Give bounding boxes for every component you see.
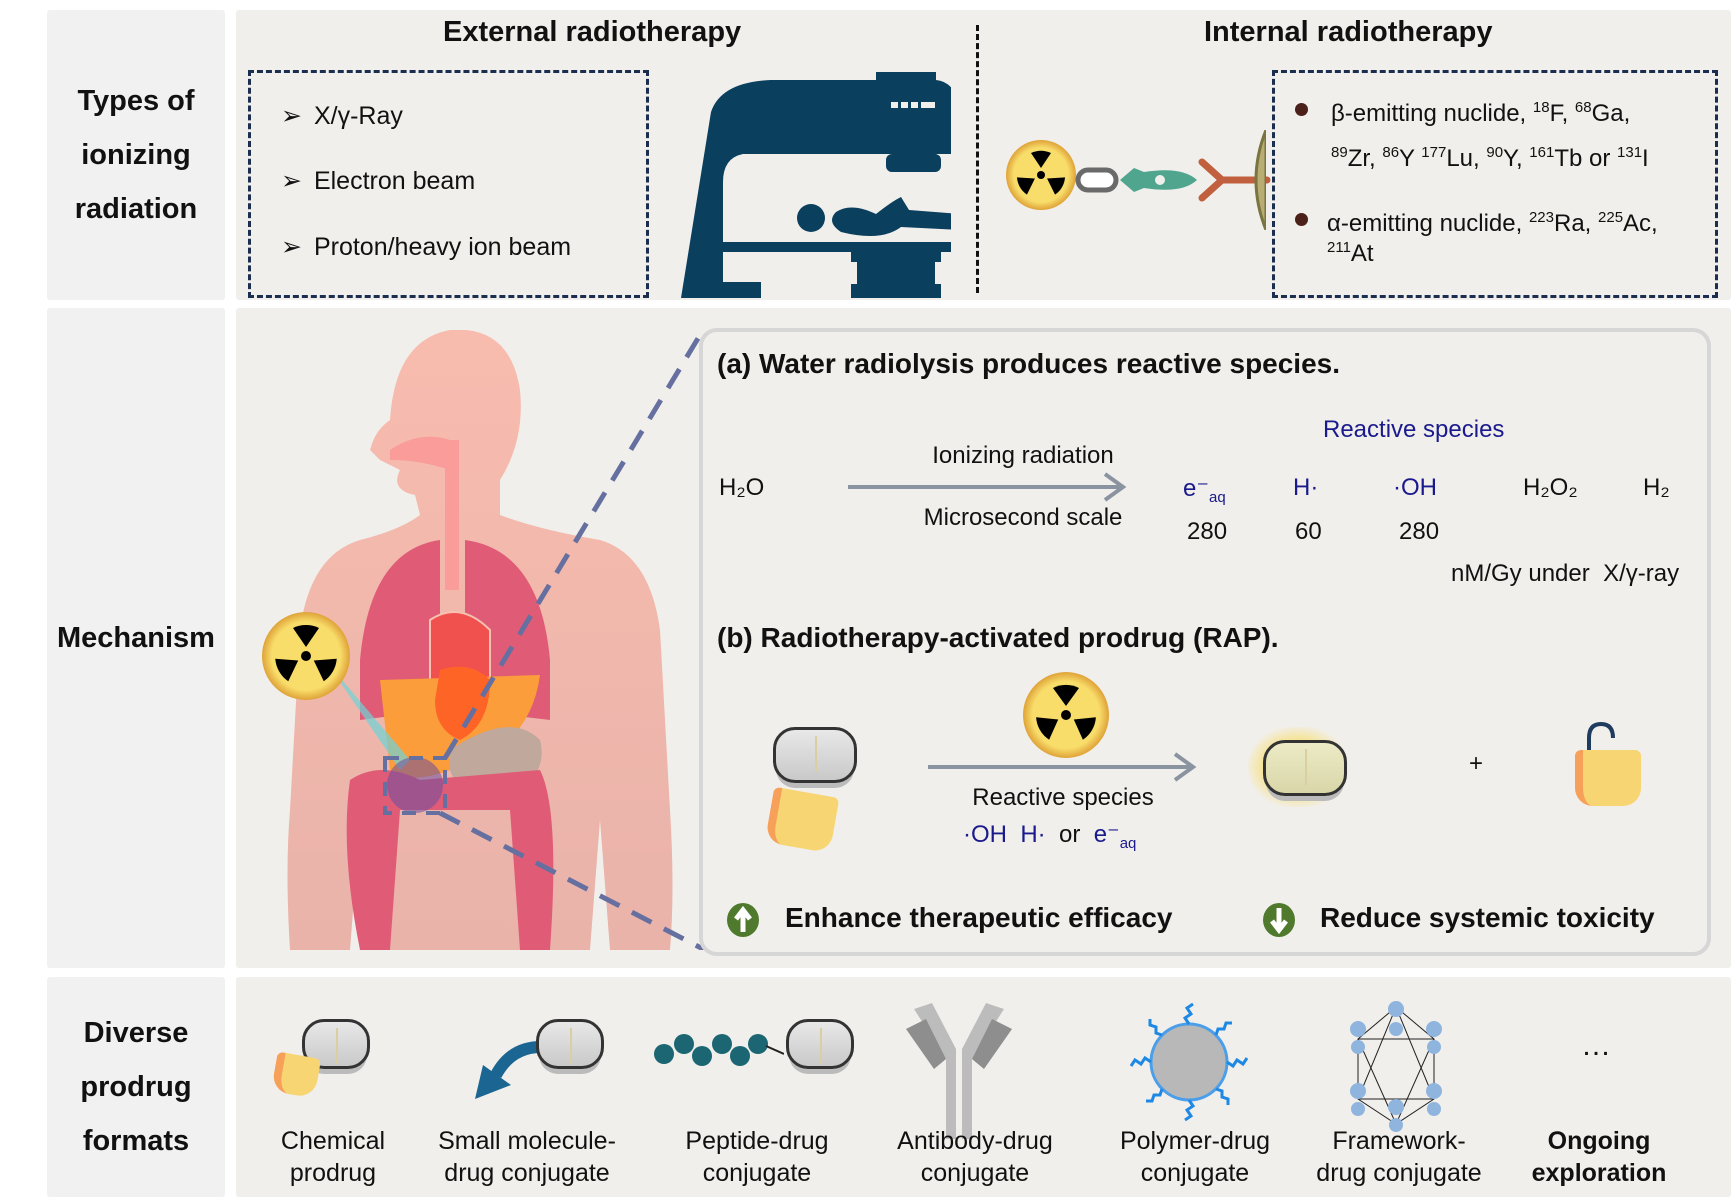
activation-label: Reactive species: [972, 784, 1154, 811]
row-label-mechanism: Mechanism: [47, 308, 225, 968]
section-a-title: (a) Water radiolysis produces reactive s…: [717, 348, 1341, 379]
external-item: ➢ Electron beam: [281, 166, 475, 196]
open-shackle-icon: [1587, 721, 1615, 760]
external-item-label: X/γ-Ray: [313, 101, 403, 130]
yield-units: nM/Gy under X/γ-ray: [1451, 560, 1680, 587]
active-drug-pill-icon: [1263, 740, 1347, 796]
types-panel: External radiotherapy ➢ X/γ-Ray ➢ Electron…: [236, 10, 1731, 300]
lock-icon: [764, 786, 840, 854]
external-title: External radiotherapy: [443, 16, 742, 48]
arrow-label-bottom: Microsecond scale: [923, 504, 1123, 531]
linac-machine-icon: [681, 72, 951, 298]
arrow-bullet-icon: ➢: [281, 233, 302, 261]
types-label-line: radiation: [74, 193, 198, 225]
beta-nuclides-line2: 89Zr, 86Y 177Lu, 90Y, 161Tb or 131I: [1331, 144, 1649, 172]
arrow-bullet-icon: ➢: [281, 167, 302, 195]
chemical-prodrug-lock-icon: [270, 1051, 322, 1099]
formats-label-line: formats: [82, 1125, 190, 1157]
benefit-efficacy: Enhance therapeutic efficacy: [785, 902, 1173, 933]
row-label-types: Types of ionizing radiation: [47, 10, 225, 300]
benefit-toxicity: Reduce systemic toxicity: [1320, 902, 1655, 933]
species-h2o2: H₂O₂: [1523, 474, 1578, 501]
framework-cage-icon: [1350, 1001, 1442, 1132]
ellipsis-icon: …: [1581, 1029, 1611, 1062]
external-item-label: Electron beam: [313, 166, 476, 195]
activation-species: ·OH H· or e⁻aq: [963, 821, 1137, 852]
external-item: ➢ Proton/heavy ion beam: [281, 232, 571, 262]
bullet-icon: [1295, 103, 1308, 116]
types-label-line: ionizing: [81, 139, 191, 171]
bullet-icon: [1295, 213, 1308, 226]
radiation-trigger-icon: [1023, 672, 1109, 758]
activation-arrow: [928, 752, 1197, 782]
species-h2: H₂: [1643, 474, 1670, 501]
mechanism-label: Mechanism: [57, 622, 215, 654]
peptide-chain-icon: [654, 1034, 784, 1066]
external-list-box: ➢ X/γ-Ray ➢ Electron beam ➢ Proton/heavy io…: [248, 70, 649, 298]
arrow-bullet-icon: ➢: [281, 102, 302, 130]
formats-label-line: Diverse: [83, 1017, 189, 1049]
radiation-symbol-icon: [1006, 140, 1076, 210]
section-b-title: (b) Radiotherapy-activated prodrug (RAP)…: [717, 622, 1279, 653]
external-item-label: Proton/heavy ion beam: [313, 232, 572, 261]
external-item: ➢ X/γ-Ray: [281, 101, 403, 131]
reactant-water: H₂O: [719, 474, 765, 501]
antibody-icon: [906, 1003, 1012, 1139]
types-label-line: Types of: [77, 85, 195, 117]
arrow-label-top: Ionizing radiation: [932, 442, 1114, 469]
peptide-pill-icon: [786, 1019, 854, 1069]
yield-h-radical: 60: [1295, 518, 1322, 545]
beta-nuclides-line1: β-emitting nuclide, 18F, 68Ga,: [1331, 99, 1631, 127]
species-hydroxyl: ·OH: [1393, 474, 1437, 501]
prodrug-pill-icon: [773, 727, 857, 783]
format-caption-framework: Framework-drug conjugate: [1316, 1127, 1482, 1187]
section-divider: [976, 25, 979, 293]
internal-list-box: β-emitting nuclide, 18F, 68Ga, 89Zr, 86Y…: [1272, 70, 1718, 298]
mechanism-detail-box: (a) Water radiolysis produces reactive s…: [699, 328, 1711, 956]
row-label-formats: Diverse prodrug formats: [47, 977, 225, 1197]
formats-label-line: prodrug: [80, 1071, 192, 1103]
arrow-up-circle-icon: [727, 903, 759, 937]
species-electron: e⁻aq: [1183, 475, 1226, 506]
alpha-nuclides-line2: 211At: [1327, 239, 1374, 267]
internal-title: Internal radiotherapy: [1204, 16, 1493, 48]
yield-electron: 280: [1187, 518, 1228, 545]
format-caption-small-molecule: Small molecule-drug conjugate: [438, 1127, 616, 1187]
radiation-source-icon: [262, 612, 350, 700]
arrow-down-circle-icon: [1263, 903, 1295, 937]
chemical-prodrug-pill-icon: [302, 1019, 370, 1069]
unlocked-lock-icon: [1575, 750, 1641, 806]
small-molecule-pill-icon: [536, 1019, 604, 1069]
species-h-radical: H·: [1293, 474, 1319, 501]
alpha-nuclides-line1: α-emitting nuclide, 223Ra, 225Ac,: [1327, 209, 1658, 237]
human-body-illustration: [287, 330, 707, 950]
cell-membrane-icon: [1254, 130, 1266, 230]
plus-sign: +: [1469, 750, 1484, 777]
polymer-nanoparticle-icon: [1129, 1002, 1249, 1122]
reactive-species-header: Reactive species: [1323, 416, 1505, 443]
radioligand-conjugate-icon: [1075, 158, 1271, 202]
reaction-arrow: [848, 472, 1127, 502]
yield-hydroxyl: 280: [1399, 518, 1440, 545]
